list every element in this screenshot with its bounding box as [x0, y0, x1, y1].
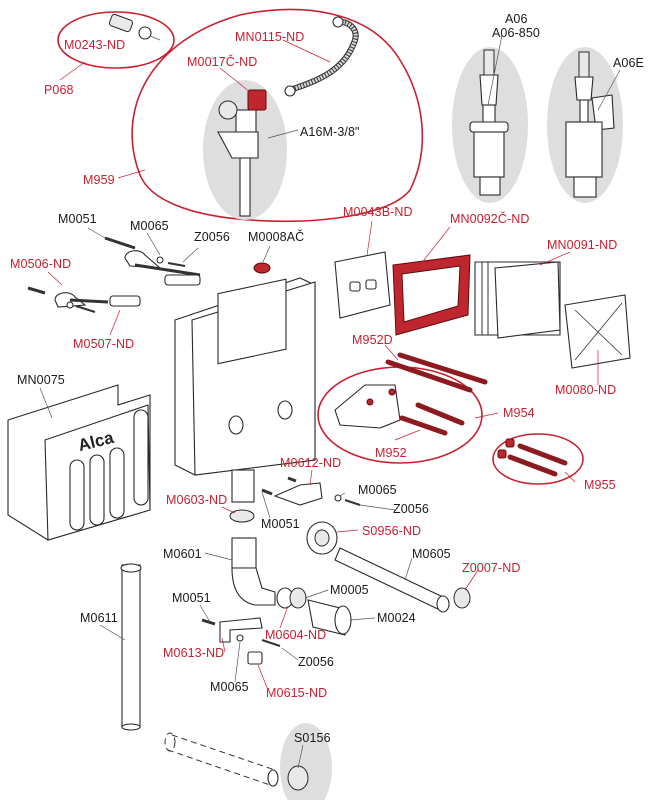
seal-s0156 [287, 765, 309, 791]
pipe-m0611 [120, 563, 142, 731]
fill-valve-a16m [217, 89, 267, 217]
label-m0065-low: M0065 [210, 680, 249, 694]
flush-valve-a06e [565, 51, 615, 198]
label-mn0075: MN0075 [17, 373, 65, 387]
screw-z0056-low [261, 639, 281, 647]
label-m0506-nd: M0506-ND [10, 257, 72, 271]
label-m0051-mid: M0051 [261, 517, 300, 531]
holder-m0613 [201, 617, 263, 643]
clip-m0615 [247, 651, 263, 665]
label-m0612-nd: M0612-ND [280, 456, 342, 470]
cap-m0024 [307, 599, 352, 636]
wall-anchor-set-upper [104, 236, 201, 286]
label-z0056-top: Z0056 [194, 230, 230, 244]
cistern-body [174, 262, 316, 503]
label-m954: M954 [503, 406, 535, 420]
seal-z0007 [453, 587, 471, 609]
label-m952d: M952D [352, 333, 393, 347]
label-s0156: S0156 [294, 731, 331, 745]
washer-m0065-low [236, 634, 244, 642]
flush-valve-a06 [469, 49, 509, 196]
pipe-m0605 [334, 547, 450, 613]
group-outline-m955 [492, 433, 584, 485]
rods-m952 [399, 402, 465, 436]
label-m0065-mid: M0065 [358, 483, 397, 497]
label-m0613-nd: M0613-ND [163, 646, 225, 660]
protective-frame-mn0092 [392, 254, 471, 336]
label-m952: M952 [375, 446, 407, 460]
extension-box-mn0091 [474, 261, 561, 339]
washer-m0065-mid [334, 494, 342, 502]
wall-anchor-set-lower [27, 286, 141, 313]
connector-m0243 [108, 13, 161, 41]
label-m0603-nd: M0603-ND [166, 493, 228, 507]
label-m0080-nd: M0080-ND [555, 383, 617, 397]
label-s0956-nd: S0956-ND [362, 524, 422, 538]
rods-m955 [497, 438, 568, 477]
frame-m0080 [564, 294, 631, 369]
label-m0008ac: M0008AČ [248, 230, 305, 244]
label-a06-850: A06-850 [492, 26, 540, 40]
label-p068: P068 [44, 83, 74, 97]
label-m0051-low: M0051 [172, 591, 211, 605]
label-m0243-nd: M0243-ND [64, 38, 126, 52]
label-m0605: M0605 [412, 547, 451, 561]
cover-plate-m0043b [334, 251, 391, 319]
elbow-m0601 [231, 537, 276, 606]
seal-m0603 [229, 509, 255, 523]
label-a06: A06 [505, 12, 528, 26]
insulation-mn0075 [7, 384, 151, 541]
label-m0615-nd: M0615-ND [266, 686, 328, 700]
label-mn0092c-nd: MN0092Č-ND [450, 212, 530, 226]
label-m0017c-nd: M0017Č-ND [187, 55, 258, 69]
label-m0507-nd: M0507-ND [73, 337, 135, 351]
label-mn0091-nd: MN0091-ND [547, 238, 618, 252]
group-outline-m959 [131, 8, 424, 223]
label-m0005: M0005 [330, 583, 369, 597]
ring-m0005 [289, 587, 307, 609]
label-m0604-nd: M0604-ND [265, 628, 327, 642]
label-a06e: A06E [613, 56, 644, 70]
label-mn0115-nd: MN0115-ND [235, 30, 305, 44]
screw-z0056-mid [344, 499, 361, 506]
label-m959: M959 [83, 173, 115, 187]
leader-lines [39, 34, 621, 769]
label-m955: M955 [584, 478, 616, 492]
drain-pipe-dashed [164, 732, 279, 787]
label-m0024: M0024 [377, 611, 416, 625]
group-outline-p068 [57, 11, 175, 69]
label-z0056-low: Z0056 [298, 655, 334, 669]
label-m0065-top: M0065 [130, 219, 169, 233]
label-a16m: A16M-3/8" [300, 125, 360, 139]
label-z0007-nd: Z0007-ND [462, 561, 521, 575]
actuator-mechanism [334, 384, 401, 429]
label-m0051-top: M0051 [58, 212, 97, 226]
flange-s0956 [306, 521, 338, 555]
label-m0611: M0611 [80, 611, 118, 625]
label-m0043b-nd: M0043B-ND [343, 205, 413, 219]
rods-m952d [385, 352, 488, 393]
label-z0056-mid: Z0056 [393, 502, 429, 516]
label-m0601: M0601 [163, 547, 202, 561]
bracket-m0612 [261, 476, 323, 506]
